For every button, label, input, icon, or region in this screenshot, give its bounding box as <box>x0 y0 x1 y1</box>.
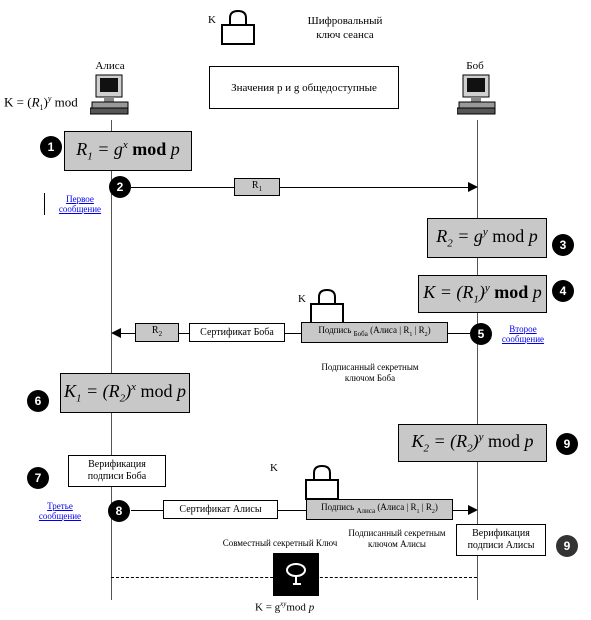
message-1-r1-box: R1 <box>234 178 280 196</box>
bob-name: Боб <box>466 60 484 72</box>
joint-key-label: Совместный секретный Ключ <box>222 538 338 548</box>
step-6-formula-box: K1 = (R2)x mod p <box>60 373 190 413</box>
step-8-key-label: K <box>270 462 278 474</box>
key-icon <box>286 562 306 585</box>
alice-signed-note: Подписанный секретным ключом Алисы <box>348 528 446 549</box>
step-7-badge: 7 <box>27 467 49 489</box>
header-key-label: K <box>208 14 216 26</box>
step-9-badge-top: 9 <box>556 433 578 455</box>
step-1-formula-box: R1 = gx mod p <box>64 131 192 171</box>
bob-lifeline <box>477 120 478 600</box>
alice-lifeline <box>111 120 112 600</box>
alice-key-formula: K = (R1)y mod <box>4 94 78 112</box>
message-2-arrow <box>120 333 477 334</box>
second-message-link[interactable]: Второе сообщение <box>501 324 545 344</box>
joint-key-icon-box <box>273 553 319 596</box>
step-9-formula-box: K2 = (R2)y mod p <box>398 424 547 462</box>
step-3-badge: 3 <box>552 234 574 256</box>
step-9-badge-bottom: 9 <box>556 535 578 557</box>
lock-icon <box>221 9 255 45</box>
alice-computer-icon <box>90 74 129 115</box>
verify-bob-box: Верификация подписи Боба <box>68 455 166 487</box>
public-values-box: Значения p и g общедоступные <box>209 66 399 109</box>
step-1-badge: 1 <box>40 136 62 158</box>
alice-signature-box: Подпись Алиса (Алиса | R1 | R2) <box>306 499 453 520</box>
public-values-text: Значения p и g общедоступные <box>231 81 377 94</box>
step-5-badge: 5 <box>470 323 492 345</box>
step-8-badge: 8 <box>108 500 130 522</box>
lock-icon <box>310 288 344 324</box>
alice-certificate-box: Сертификат Алисы <box>163 500 278 519</box>
first-message-bracket <box>44 193 45 215</box>
bob-computer-icon <box>457 74 496 115</box>
bob-certificate-box: Сертификат Боба <box>189 323 285 342</box>
step-3-formula-box: R2 = gy mod p <box>427 218 547 258</box>
bob-signature-box: Подпись Боба (Алиса | R1 | R2) <box>301 322 448 343</box>
third-message-link[interactable]: Третье сообщение <box>38 501 82 521</box>
arrow-right-icon <box>468 182 478 192</box>
arrow-left-icon <box>111 328 121 338</box>
alice-name: Алиса <box>95 60 125 72</box>
arrow-right-icon <box>468 505 478 515</box>
step-5-key-label: K <box>298 293 306 305</box>
verify-alice-box: Верификация подписи Алисы <box>456 524 546 556</box>
step-4-badge: 4 <box>552 280 574 302</box>
session-key-title: Шифровальный ключ сеанса <box>307 15 383 41</box>
message-1-arrow <box>131 187 469 188</box>
bob-signed-note: Подписанный секретным ключом Боба <box>321 362 419 383</box>
step-6-badge: 6 <box>27 390 49 412</box>
final-key-formula: K = gxymod p <box>255 600 315 614</box>
step-4-formula-box: K = (R1)y mod p <box>418 275 547 313</box>
message-3-arrow <box>131 510 469 511</box>
lock-icon <box>305 464 339 500</box>
first-message-link[interactable]: Первое сообщение <box>58 194 102 214</box>
message-2-r2-box: R2 <box>135 323 179 342</box>
step-2-badge: 2 <box>109 176 131 198</box>
